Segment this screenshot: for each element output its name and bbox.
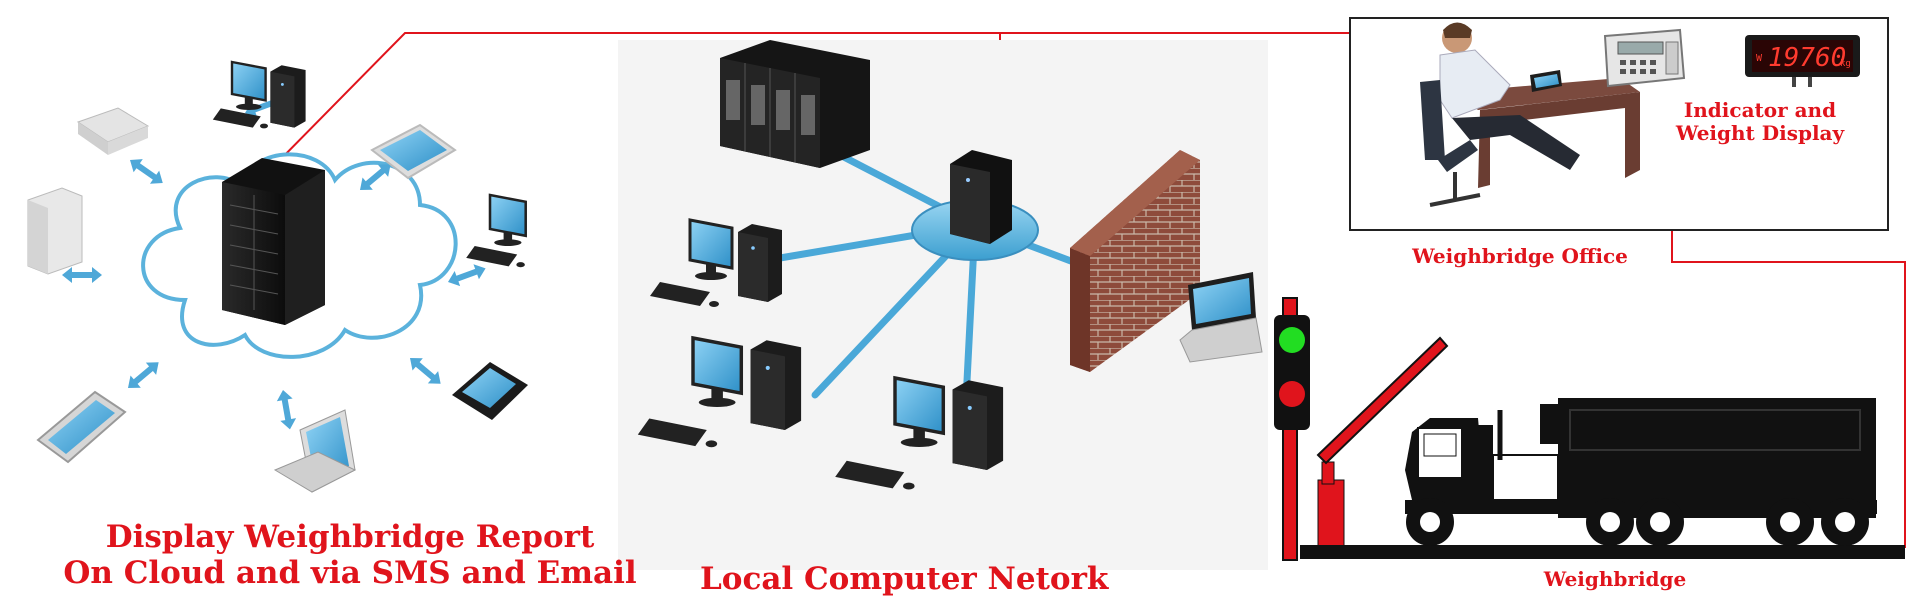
indicator-caption-line2: Weight Display bbox=[1675, 121, 1845, 145]
lan-section bbox=[618, 40, 1268, 570]
display-reading: 19760 bbox=[1768, 43, 1846, 73]
cloud-caption-line2: On Cloud and via SMS and Email bbox=[63, 554, 637, 591]
indicator-caption-line1: Indicator and bbox=[1683, 98, 1837, 122]
server-rack-icon bbox=[720, 40, 870, 168]
desktop-computer-icon bbox=[212, 60, 306, 129]
firewall-icon bbox=[1070, 150, 1200, 372]
tablet-icon bbox=[370, 123, 457, 180]
indicator-caption: Indicator and Weight Display bbox=[1655, 99, 1865, 145]
office-caption: Weighbridge Office bbox=[1412, 244, 1628, 268]
weighbridge-deck bbox=[1300, 545, 1905, 559]
lan-caption: Local Computer Netork bbox=[700, 561, 1109, 597]
server-tower-icon bbox=[950, 150, 1012, 244]
smartphone-icon bbox=[452, 362, 528, 420]
cloud-caption-line1: Display Weighbridge Report bbox=[105, 519, 595, 555]
cloud-caption: Display Weighbridge Report On Cloud and … bbox=[40, 519, 660, 591]
weighbridge-caption: Weighbridge bbox=[1543, 567, 1687, 591]
boom-barrier-icon bbox=[1316, 336, 1449, 547]
weight-display-panel: W 19760 kg bbox=[1745, 35, 1860, 87]
laptop-icon bbox=[1179, 272, 1263, 363]
truck-icon bbox=[1405, 398, 1877, 546]
nas-drive-icon bbox=[27, 187, 83, 275]
desktop-computer-icon bbox=[466, 193, 527, 268]
weighbridge-yard-section bbox=[1274, 297, 1905, 561]
weighbridge-office-section: W 19760 kg bbox=[1349, 17, 1889, 231]
laptop-icon bbox=[273, 409, 357, 493]
weight-indicator-icon bbox=[1603, 28, 1686, 88]
server-rack-icon bbox=[222, 158, 325, 325]
operator-at-desk-icon bbox=[1420, 22, 1640, 207]
smartphone-icon bbox=[36, 390, 127, 464]
traffic-light-icon bbox=[1274, 297, 1310, 561]
display-unit: kg bbox=[1840, 59, 1851, 69]
router-icon bbox=[76, 107, 150, 155]
cloud-section bbox=[27, 60, 528, 493]
display-prefix: W bbox=[1756, 53, 1763, 64]
